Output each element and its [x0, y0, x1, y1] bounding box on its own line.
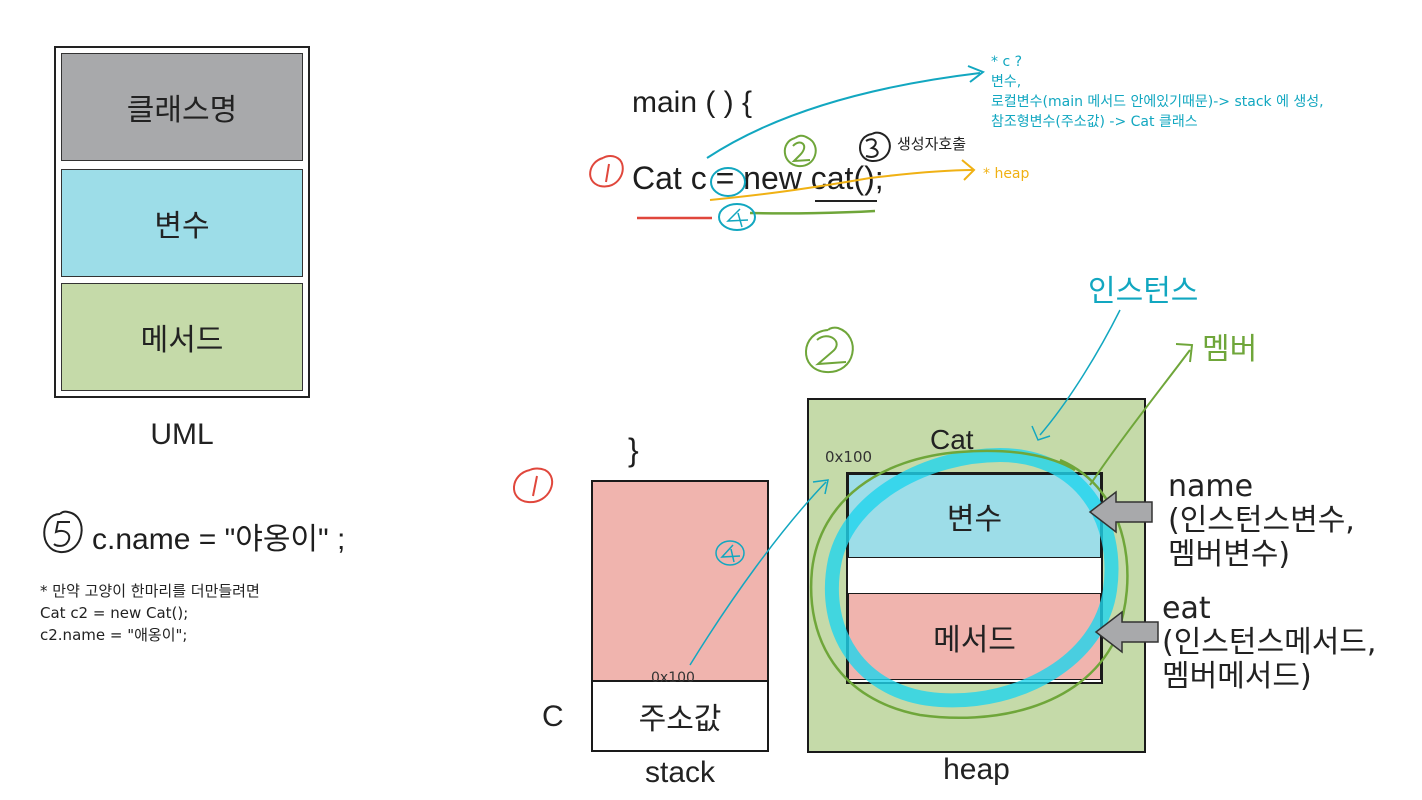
stack-label: stack: [644, 756, 716, 789]
marker-5-digit: [53, 521, 71, 547]
label-line: 멤버메서드): [1162, 659, 1312, 694]
marker-3: [859, 131, 891, 163]
assign-statement: c.name = "야옹이" ;: [92, 523, 346, 556]
member-pointer: [1089, 349, 1191, 486]
heap-arrow: [709, 169, 974, 201]
name-field-label: name (인스턴스변수, 멤버변수): [1168, 470, 1355, 572]
marker-4-code-digit: [726, 208, 749, 228]
note-line: 로컬변수(main 메서드 안에있기때문)-> stack 에 생성,: [991, 94, 1324, 110]
marker-1-stack: [513, 467, 554, 504]
marker-3-digit: [865, 138, 879, 158]
instance-pointer: [1039, 309, 1121, 436]
uml-class-name-section: 클래스명: [61, 53, 303, 161]
c-arrow-head: [967, 65, 986, 83]
uml-methods-section: 메서드: [61, 283, 303, 391]
marker-4-stack: [715, 540, 745, 566]
cat-instantiation-line: Cat c = new cat();: [632, 160, 884, 196]
marker-2-heap: [805, 326, 854, 374]
note-line: c2.name = "애옹이";: [40, 626, 188, 644]
closing-brace: }: [628, 432, 639, 468]
stack-address-cell: 주소값: [591, 680, 769, 752]
instance-pointer-head: [1031, 425, 1051, 441]
instance-highlight-circle: [824, 447, 1119, 708]
note-line: * 만약 고양이 한마리를 더만들려면: [40, 582, 260, 600]
label-line: name: [1168, 469, 1254, 504]
instance-label: 인스턴스: [1088, 274, 1199, 309]
label-line: (인스턴스메서드,: [1162, 625, 1377, 660]
marker-1-code: [589, 155, 624, 188]
note-line: 참조형변수(주소값) -> Cat 클래스: [991, 114, 1198, 130]
address-pointer-head: [812, 479, 829, 495]
heap-address-value: 0x100: [825, 448, 873, 466]
extra-note: * 만약 고양이 한마리를 더만들려면 Cat c2 = new Cat(); …: [40, 580, 260, 646]
note-line: Cat c2 = new Cat();: [40, 604, 189, 622]
heap-arrow-head: [961, 159, 976, 181]
equals-circle: [710, 167, 746, 197]
member-label: 멤버: [1202, 332, 1258, 367]
heap-note: * heap: [983, 166, 1030, 182]
marker-2-heap-digit: [815, 335, 847, 366]
note-line: * c ?: [991, 54, 1023, 70]
marker-4-code: [718, 203, 756, 231]
c-arrow: [706, 72, 981, 159]
stack-address-value: 0x100: [651, 670, 695, 686]
uml-class-box: 클래스명 변수 메서드: [54, 46, 310, 398]
main-method-line: main ( ) {: [632, 86, 753, 119]
marker-1-code-digit: [605, 163, 610, 183]
marker-5: [43, 510, 83, 554]
variable-c-note: * c ? 변수, 로컬변수(main 메서드 안에있기때문)-> stack …: [991, 52, 1324, 132]
name-arrow-icon: [1088, 490, 1153, 534]
uml-variables-section: 변수: [61, 169, 303, 277]
member-circle: [809, 449, 1129, 720]
eat-arrow-icon: [1094, 610, 1159, 654]
uml-label: UML: [150, 418, 214, 451]
member-pointer-head: [1175, 343, 1194, 363]
stack-frame: [591, 480, 769, 682]
address-pointer: [689, 481, 827, 666]
note-line: 변수,: [991, 74, 1022, 90]
heap-label: heap: [943, 753, 1010, 786]
variable-c-label: C: [542, 700, 564, 733]
eat-method-label: eat (인스턴스메서드, 멤버메서드): [1162, 592, 1376, 694]
green-underline: [749, 209, 876, 215]
label-line: eat: [1162, 591, 1211, 626]
cat-object-title: Cat: [930, 424, 974, 455]
marker-4-stack-digit: [720, 544, 741, 563]
marker-2-code-digit: [791, 141, 811, 163]
marker-2-code: [783, 134, 817, 168]
marker-1-stack-digit: [532, 475, 538, 497]
constructor-call-note: 생성자호출: [897, 135, 967, 153]
label-line: (인스턴스변수,: [1168, 503, 1355, 538]
label-line: 멤버변수): [1168, 537, 1291, 572]
